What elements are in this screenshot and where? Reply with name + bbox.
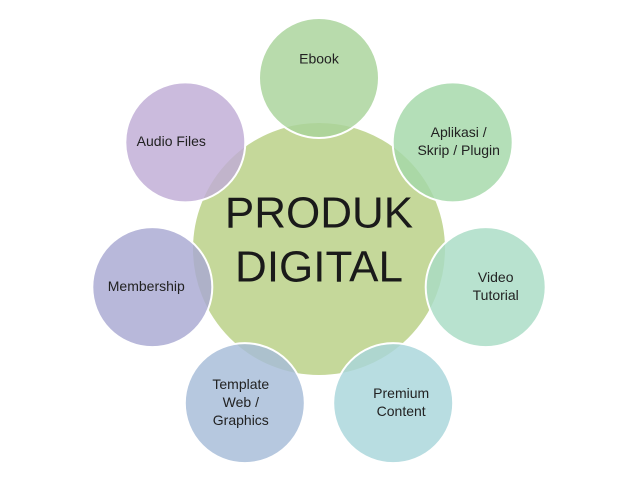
- node-ebook: Ebook: [258, 17, 380, 139]
- node-label-aplikasi-line: Skrip / Plugin: [417, 142, 499, 158]
- node-circle-aplikasi: [391, 81, 514, 204]
- node-circle-premium-content: [332, 342, 455, 465]
- node-label-membership-line: Membership: [108, 278, 185, 294]
- node-label-aplikasi: Aplikasi / Skrip / Plugin: [417, 124, 499, 158]
- node-circle-video-tutorial: [424, 226, 547, 349]
- node-aplikasi: Aplikasi / Skrip / Plugin: [391, 81, 514, 204]
- center-label-line: PRODUK: [225, 189, 413, 238]
- node-membership: Membership: [91, 226, 214, 349]
- node-label-template-web-graphics-line: Web /: [223, 394, 259, 410]
- node-label-ebook: Ebook: [299, 51, 340, 67]
- node-circle-membership: [91, 226, 214, 349]
- node-label-membership: Membership: [108, 278, 185, 294]
- node-label-premium-content-line: Content: [377, 403, 426, 419]
- node-label-aplikasi-line: Aplikasi /: [431, 124, 487, 140]
- node-circle-template-web-graphics: [183, 342, 306, 465]
- node-audio-files: Audio Files: [124, 81, 247, 204]
- node-label-audio-files: Audio Files: [137, 133, 206, 149]
- node-circle-audio-files: [124, 81, 247, 204]
- node-label-ebook-line: Ebook: [299, 51, 340, 67]
- center-label: PRODUK DIGITAL: [225, 189, 413, 292]
- node-label-template-web-graphics-line: Template: [212, 376, 269, 392]
- node-label-template-web-graphics-line: Graphics: [213, 412, 269, 428]
- node-circle-ebook: [258, 17, 380, 139]
- node-label-video-tutorial-line: Tutorial: [473, 287, 519, 303]
- center-label-line: DIGITAL: [235, 243, 403, 292]
- node-label-premium-content-line: Premium: [373, 385, 429, 401]
- node-label-audio-files-line: Audio Files: [137, 133, 206, 149]
- node-label-video-tutorial-line: Video: [478, 269, 514, 285]
